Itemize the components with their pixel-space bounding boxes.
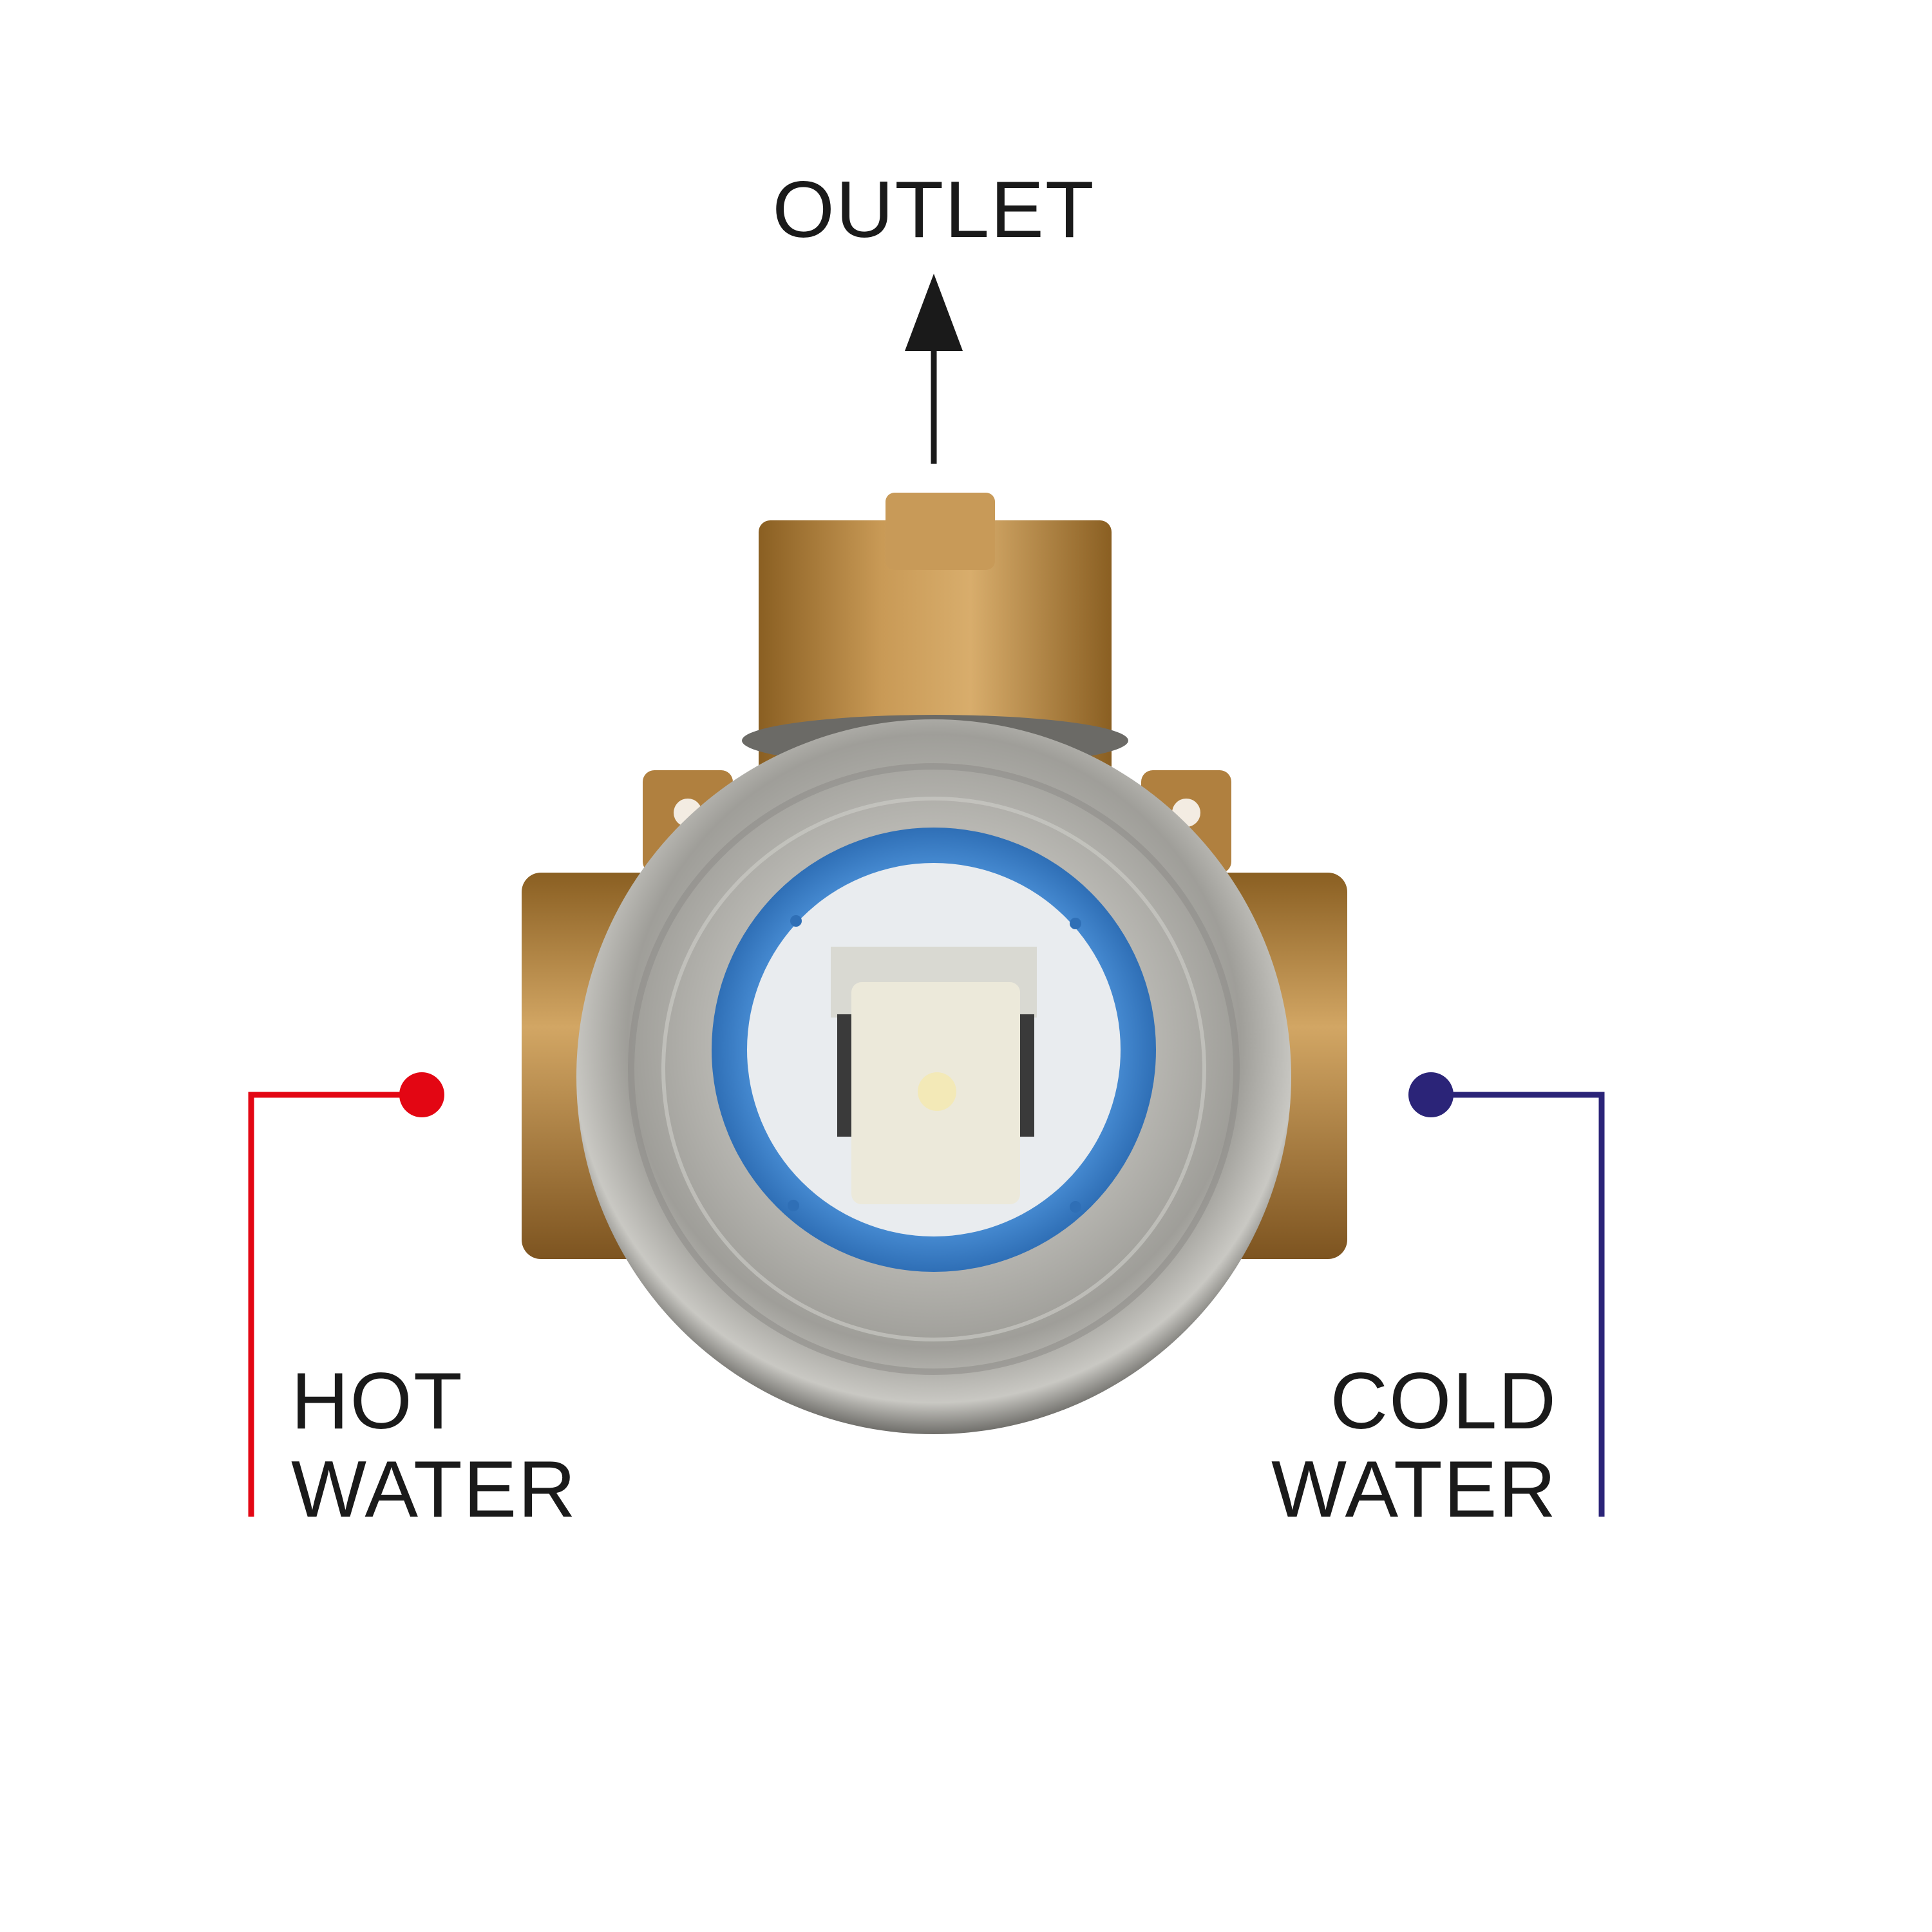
cold-water-label-line1: COLD: [1330, 1357, 1557, 1446]
hot-water-label-line1: HOT: [291, 1357, 464, 1446]
cold-water-callout: [1408, 1072, 1605, 1517]
hot-water-callout: [248, 1072, 444, 1517]
cold-water-dot: [1408, 1072, 1454, 1117]
valve-body: [522, 493, 1347, 1434]
hot-water-label-line2: WATER: [291, 1445, 577, 1534]
arrow-up-icon: [905, 274, 963, 464]
hot-water-dot: [399, 1072, 444, 1117]
outlet-label: OUTLET: [772, 166, 1095, 254]
cold-water-label-line2: WATER: [1271, 1445, 1557, 1534]
